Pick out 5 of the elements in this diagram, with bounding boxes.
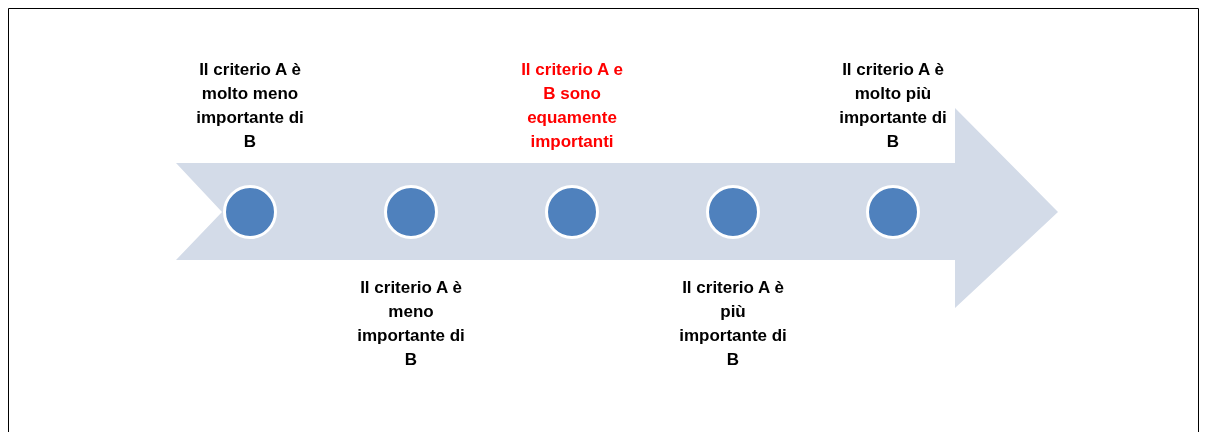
criterion-label: Il criterio A e B sono equamente importanti [520, 59, 624, 153]
criterion-label: Il criterio A è molto meno importante di B [195, 59, 305, 153]
criterion-label: Il criterio A è più importante di B [678, 277, 788, 371]
criterion-label: Il criterio A è molto più importante di B [838, 59, 948, 153]
criterion-label: Il criterio A è meno importante di B [356, 277, 466, 371]
